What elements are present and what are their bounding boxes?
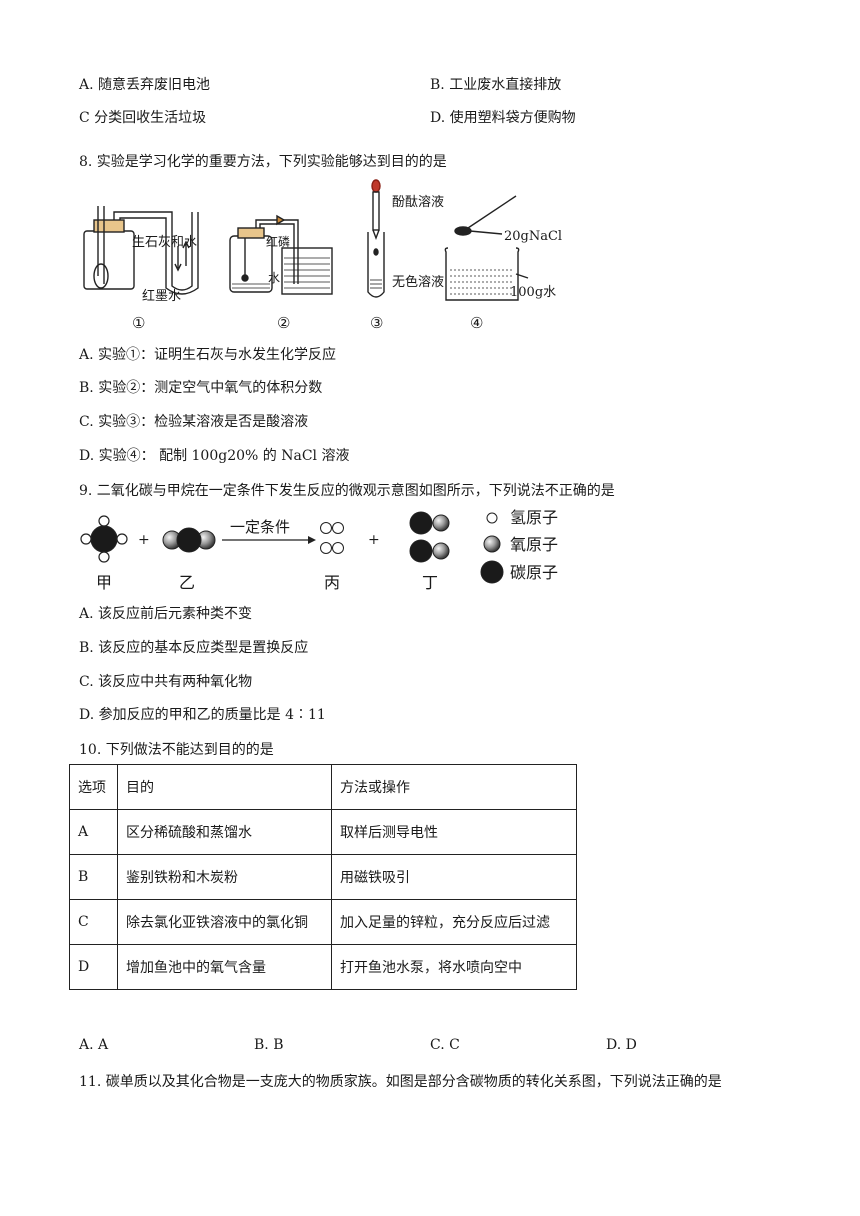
label-ding: 丁	[422, 573, 438, 592]
molecule-ding	[409, 511, 450, 563]
exp3-test-tube	[367, 232, 385, 298]
exp3-number: ③	[370, 314, 383, 332]
reaction-condition: 一定条件	[230, 518, 290, 536]
table-cell: 取样后测导电性	[331, 809, 577, 855]
table-cell: C	[69, 899, 118, 945]
exp2-number: ②	[277, 314, 290, 332]
q11-stem: 11. 碳单质以及其化合物是一支庞大的物质家族。如图是部分含碳物质的转化关系图，…	[79, 1074, 722, 1090]
exp2-stopper	[237, 227, 265, 239]
exp2-water-label: 水	[268, 271, 280, 285]
q10-option-b: B. B	[254, 1037, 284, 1053]
header-goal: 目的	[117, 764, 332, 810]
carbon-atom-icon	[480, 560, 504, 584]
table-cell: D	[69, 944, 118, 990]
exp2-sub-label: 红磷	[266, 234, 290, 249]
exp1-ink-label: 红墨水	[142, 288, 181, 304]
q9-stem: 9. 二氧化碳与甲烷在一定条件下发生反应的微观示意图如图所示，下列说法不正确的是	[79, 483, 615, 499]
q8-option-c: C. 实验③：检验某溶液是否是酸溶液	[79, 414, 309, 430]
table-cell: 鉴别铁粉和木炭粉	[117, 854, 332, 900]
q10-option-d: D. D	[606, 1037, 637, 1053]
header-option: 选项	[69, 764, 118, 810]
q9-option-a: A. 该反应前后元素种类不变	[79, 606, 253, 622]
exp4-water-label: 100g水	[510, 285, 556, 300]
table-cell: 加入足量的锌粒，充分反应后过滤	[331, 899, 577, 945]
table-cell: B	[69, 854, 118, 900]
exp3-bottom-label: 无色溶液	[392, 274, 444, 290]
q8-experiment-figure: 生石灰和水 红墨水 红磷 水 酚酞溶液 无色溶液 20gNaCl 100g水 ①…	[83, 179, 562, 332]
plus-sign-2: +	[368, 532, 380, 548]
molecule-jia	[80, 515, 128, 563]
q8-option-b: B. 实验②：测定空气中氧气的体积分数	[79, 380, 323, 396]
q10-table: 选项 目的 方法或操作 A 区分稀硫酸和蒸馏水 取样后测导电性 B 鉴别铁粉和木…	[69, 764, 577, 990]
q7-option-b: B. 工业废水直接排放	[430, 77, 562, 93]
oxygen-atom-icon	[483, 535, 501, 553]
q10-option-c: C. C	[430, 1037, 460, 1053]
exp4-salt-label: 20gNaCl	[504, 229, 562, 244]
q9-option-c: C. 该反应中共有两种氧化物	[79, 674, 253, 690]
legend	[480, 512, 504, 584]
q7-option-a: A. 随意丢弃废旧电池	[79, 77, 211, 93]
q10-stem: 10. 下列做法不能达到目的的是	[79, 742, 274, 758]
exp2-beaker	[281, 247, 333, 295]
legend-carbon: 碳原子	[510, 563, 558, 582]
plus-sign-1: +	[138, 532, 150, 548]
table-cell: 用磁铁吸引	[331, 854, 577, 900]
q8-stem: 8. 实验是学习化学的重要方法，下列实验能够达到目的的是	[79, 154, 447, 170]
table-row: C 除去氯化亚铁溶液中的氯化铜 加入足量的锌粒，充分反应后过滤	[69, 899, 577, 945]
legend-oxygen: 氧原子	[510, 535, 558, 554]
legend-hydrogen: 氢原子	[510, 508, 558, 527]
table-cell: A	[69, 809, 118, 855]
table-row: D 增加鱼池中的氧气含量 打开鱼池水泵，将水喷向空中	[69, 944, 577, 990]
q9-option-b: B. 该反应的基本反应类型是置换反应	[79, 640, 309, 656]
clamp-icon	[276, 214, 286, 226]
label-jia: 甲	[96, 573, 112, 592]
table-cell: 打开鱼池水泵，将水喷向空中	[331, 944, 577, 990]
q7-option-d: D. 使用塑料袋方便购物	[430, 110, 576, 126]
q9-option-d: D. 参加反应的甲和乙的质量比是 4∶11	[79, 707, 326, 723]
molecule-yi	[162, 527, 216, 553]
hydrogen-atom-icon	[486, 512, 498, 524]
exp1-stopper	[93, 219, 125, 233]
molecule-bing	[320, 522, 344, 554]
table-row: A 区分稀硫酸和蒸馏水 取样后测导电性	[69, 809, 577, 855]
exp1-sub-label: 生石灰和水	[132, 235, 197, 250]
dropper-bulb	[371, 179, 381, 193]
exp4-beaker	[444, 247, 520, 301]
exp3-top-label: 酚酞溶液	[392, 195, 444, 210]
exp1-number: ①	[132, 314, 145, 332]
header-method: 方法或操作	[331, 764, 577, 810]
table-cell: 除去氯化亚铁溶液中的氯化铜	[117, 899, 332, 945]
label-bing: 丙	[324, 573, 340, 592]
exp1-flask	[83, 230, 135, 290]
q8-option-a: A. 实验①：证明生石灰与水发生化学反应	[79, 347, 337, 363]
spoon-icon	[454, 226, 472, 236]
table-row: B 鉴别铁粉和木炭粉 用磁铁吸引	[69, 854, 577, 900]
spoon-handle	[467, 195, 517, 229]
q8-option-d: D. 实验④： 配制 100g20% 的 NaCl 溶液	[79, 448, 350, 464]
q9-reaction-figure: 一定条件 + + 甲 乙 丙 丁 氢原子 氧原子 碳原子	[80, 508, 558, 592]
table-cell: 增加鱼池中的氧气含量	[117, 944, 332, 990]
table-cell: 区分稀硫酸和蒸馏水	[117, 809, 332, 855]
q10-option-a: A. A	[79, 1037, 109, 1053]
exp4-number: ④	[470, 314, 483, 332]
label-yi: 乙	[179, 573, 195, 592]
table-header-row: 选项 目的 方法或操作	[69, 764, 577, 810]
q7-option-c: C 分类回收生活垃圾	[79, 110, 207, 126]
